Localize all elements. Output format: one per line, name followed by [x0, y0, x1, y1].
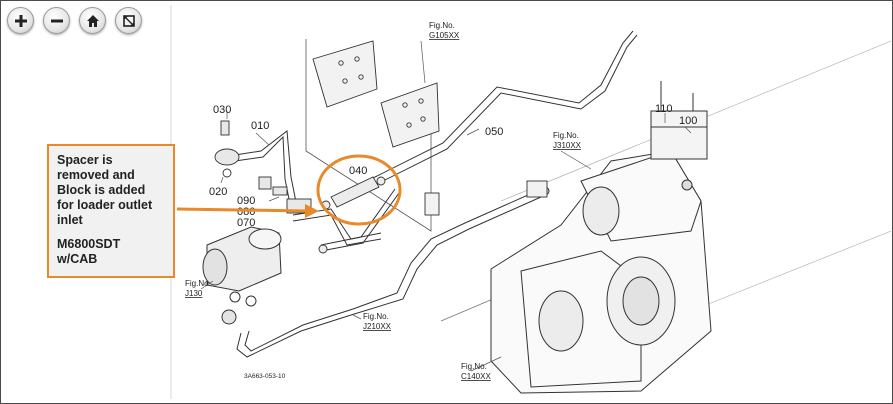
- fig-ref-j210: Fig.No. J210XX: [363, 312, 392, 331]
- part-label-100: 100: [679, 115, 697, 127]
- pipe-050: [370, 30, 638, 186]
- zoom-in-button[interactable]: [7, 7, 34, 34]
- svg-text:C140XX: C140XX: [461, 372, 491, 381]
- svg-text:G105XX: G105XX: [429, 31, 460, 40]
- part-label-050: 050: [485, 126, 503, 138]
- fit-view-button[interactable]: [115, 7, 142, 34]
- hydraulic-pump-j130: [202, 226, 282, 325]
- fig-ref-g105: Fig.No. G105XX: [429, 21, 460, 40]
- minus-icon: [50, 19, 63, 22]
- part-label-040: 040: [349, 165, 367, 177]
- svg-text:J130: J130: [185, 289, 203, 298]
- part-label-110: 110: [655, 103, 673, 115]
- part-label-010: 010: [251, 120, 269, 132]
- part-label-030: 030: [213, 104, 231, 116]
- svg-text:Fig.No.: Fig.No.: [553, 131, 579, 140]
- svg-text:J310XX: J310XX: [553, 141, 582, 150]
- block-040: [318, 176, 386, 254]
- fitting-090: [258, 176, 312, 214]
- annotation-callout: Spacer is removed and Block is added for…: [47, 144, 175, 278]
- part-label-070: 070: [237, 217, 255, 229]
- viewer-toolbar: [7, 7, 142, 34]
- home-icon: [86, 14, 99, 27]
- callout-arrow-icon: [176, 204, 319, 218]
- bracket: [424, 180, 548, 216]
- fig-ref-c140: Fig.No. C140XX: [461, 362, 491, 381]
- fig-ref-j130: Fig.No. J130: [185, 279, 211, 298]
- callout-model-line1: M6800SDT: [57, 237, 121, 251]
- brake-plate-upper: [312, 40, 378, 108]
- fitting-030: [214, 120, 240, 178]
- transmission-housing: [490, 81, 712, 394]
- part-label-020: 020: [209, 186, 227, 198]
- svg-text:Fig.No.: Fig.No.: [185, 279, 211, 288]
- svg-text:J210XX: J210XX: [363, 322, 392, 331]
- callout-model-line2: w/CAB: [57, 252, 98, 266]
- brake-plate-lower: [380, 82, 440, 148]
- fit-screen-icon: [122, 14, 135, 27]
- home-button[interactable]: [79, 7, 106, 34]
- plus-icon: [14, 14, 27, 27]
- svg-text:Fig.No.: Fig.No.: [363, 312, 389, 321]
- drawing-code: 3A663-053-10: [244, 373, 286, 380]
- zoom-out-button[interactable]: [43, 7, 70, 34]
- highlight-circle: [316, 154, 402, 226]
- part-label-090: 090: [237, 195, 255, 207]
- callout-text: Spacer is removed and Block is added for…: [57, 153, 153, 227]
- return-hose-j210: [236, 190, 542, 358]
- svg-text:Fig.No.: Fig.No.: [461, 362, 487, 371]
- pipe-lower-link: [320, 188, 400, 252]
- svg-text:Fig.No.: Fig.No.: [429, 21, 455, 30]
- fig-ref-j310: Fig.No. J310XX: [553, 131, 582, 150]
